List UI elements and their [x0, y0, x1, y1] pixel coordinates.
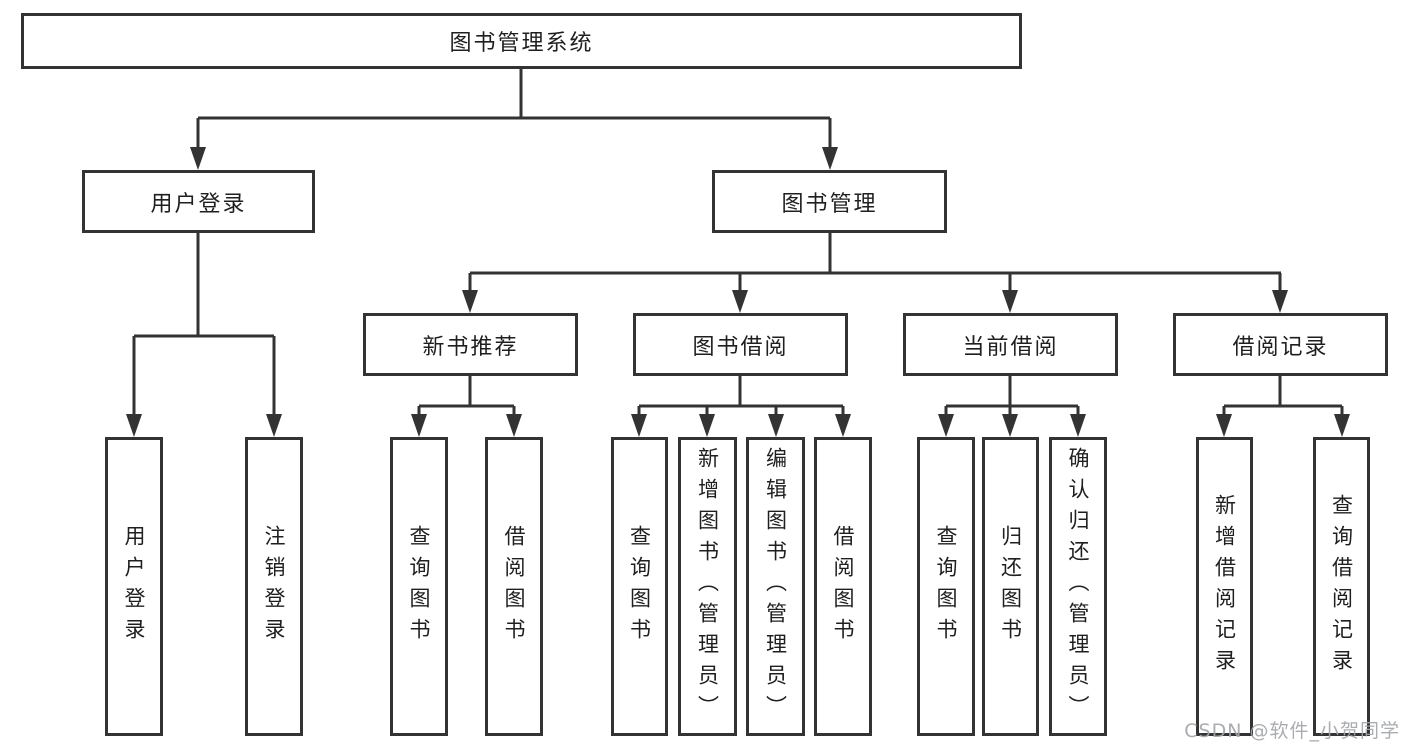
node-current-borrowing: 当前借阅: [903, 313, 1118, 376]
node-book-borrowing: 图书借阅: [633, 313, 848, 376]
leaf-add-books-admin: 新增图书（管理员）: [678, 437, 737, 736]
node-new-book-recommend: 新书推荐: [363, 313, 578, 376]
node-new-book-recommend-label: 新书推荐: [422, 334, 519, 360]
leaf-query-books-newrec: 查询图书: [390, 437, 448, 736]
leaf-return-books-label: 归还图书: [998, 524, 1023, 649]
leaf-edit-books-admin: 编辑图书（管理员）: [746, 437, 805, 736]
node-book-management: 图书管理: [712, 170, 947, 233]
leaf-query-books-current-label: 查询图书: [934, 524, 958, 649]
leaf-query-borrow-record-label: 查询借阅记录: [1329, 493, 1354, 680]
leaf-add-books-admin-label: 新增图书（管理员）: [695, 447, 720, 726]
node-borrowing-records: 借阅记录: [1173, 313, 1388, 376]
leaf-add-borrow-record-label: 新增借阅记录: [1212, 493, 1237, 680]
leaf-borrow-books-borrow: 借阅图书: [814, 437, 872, 736]
leaf-borrow-books-borrow-label: 借阅图书: [831, 524, 855, 649]
leaf-logout: 注销登录: [245, 437, 303, 736]
node-user-login-label: 用户登录: [150, 191, 247, 217]
watermark: CSDN @软件_小贺同学: [1184, 720, 1400, 742]
leaf-query-books-borrow: 查询图书: [611, 437, 668, 736]
leaf-edit-books-admin-label: 编辑图书（管理员）: [763, 447, 788, 726]
leaf-query-borrow-record: 查询借阅记录: [1313, 437, 1370, 736]
node-root: 图书管理系统: [21, 13, 1022, 69]
node-root-label: 图书管理系统: [449, 31, 594, 56]
node-borrowing-records-label: 借阅记录: [1232, 334, 1329, 360]
leaf-logout-label: 注销登录: [262, 524, 286, 649]
leaf-user-login-label: 用户登录: [122, 524, 146, 649]
leaf-borrow-books-newrec: 借阅图书: [485, 437, 543, 736]
node-book-borrowing-label: 图书借阅: [692, 334, 789, 360]
node-current-borrowing-label: 当前借阅: [962, 334, 1059, 360]
node-book-management-label: 图书管理: [781, 191, 878, 217]
leaf-confirm-return-admin: 确认归还（管理员）: [1049, 437, 1107, 736]
node-user-login: 用户登录: [82, 170, 315, 233]
leaf-borrow-books-newrec-label: 借阅图书: [502, 524, 526, 649]
leaf-return-books: 归还图书: [982, 437, 1039, 736]
leaf-add-borrow-record: 新增借阅记录: [1196, 437, 1253, 736]
leaf-query-books-newrec-label: 查询图书: [407, 524, 431, 649]
leaf-query-books-current: 查询图书: [917, 437, 975, 736]
leaf-user-login: 用户登录: [105, 437, 163, 736]
leaf-query-books-borrow-label: 查询图书: [627, 524, 652, 649]
leaf-confirm-return-admin-label: 确认归还（管理员）: [1066, 447, 1090, 726]
